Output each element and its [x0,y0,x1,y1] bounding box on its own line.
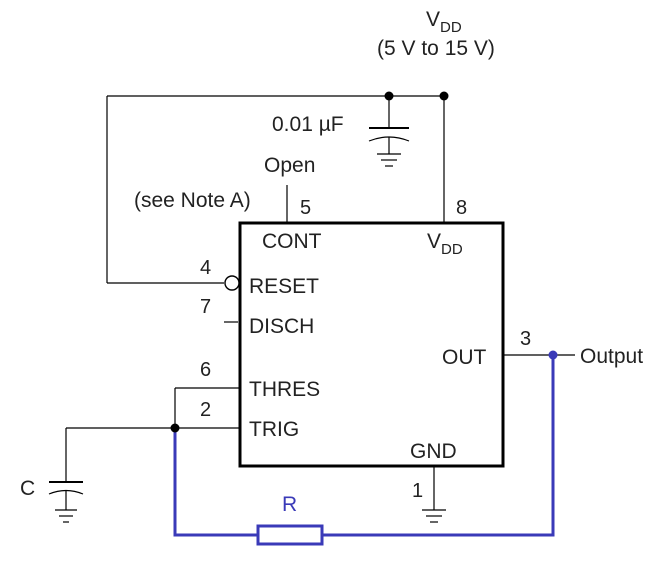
pin-label-disch: DISCH [249,315,314,338]
pin-label-vdd: VDD [427,230,463,258]
timing-capacitor [48,481,84,523]
reset-inversion-bubble [224,275,240,291]
ic-body [238,221,505,468]
junction-dot [548,350,558,360]
decoupling-capacitor [368,96,410,167]
pin-number-4: 4 [200,257,211,279]
junction-dot [170,423,180,433]
pin-label-out: OUT [442,346,487,369]
pin-label-cont: CONT [262,230,322,253]
pin-number-6: 6 [200,359,211,381]
output-label: Output [580,345,643,368]
pin-label-reset: RESET [249,275,319,298]
timing-capacitor-label: C [20,477,35,500]
feedback-path [170,350,558,546]
threshold-trigger-wiring [65,387,240,482]
cont-note-label: (see Note A) [134,189,251,212]
pin-label-trig: TRIG [249,418,299,441]
pin-number-7: 7 [200,296,211,318]
pin-number-5: 5 [300,197,311,219]
pin-number-2: 2 [200,399,211,421]
pin-label-gnd: GND [410,440,457,463]
pin-number-3: 3 [520,328,531,350]
decoupling-capacitor-value: 0.01 µF [272,113,344,136]
supply-label: VDD [426,8,462,36]
supply-wiring [106,91,449,284]
cont-open-label: Open [264,154,315,177]
pin-label-thres: THRES [249,378,320,401]
timing-resistor [256,524,324,546]
supply-range: (5 V to 15 V) [377,37,495,60]
junction-dot [439,91,449,101]
pin-number-1: 1 [412,480,423,502]
timing-resistor-label: R [282,493,297,516]
gnd-pin-ground [422,466,446,523]
pin-number-8: 8 [456,197,467,219]
